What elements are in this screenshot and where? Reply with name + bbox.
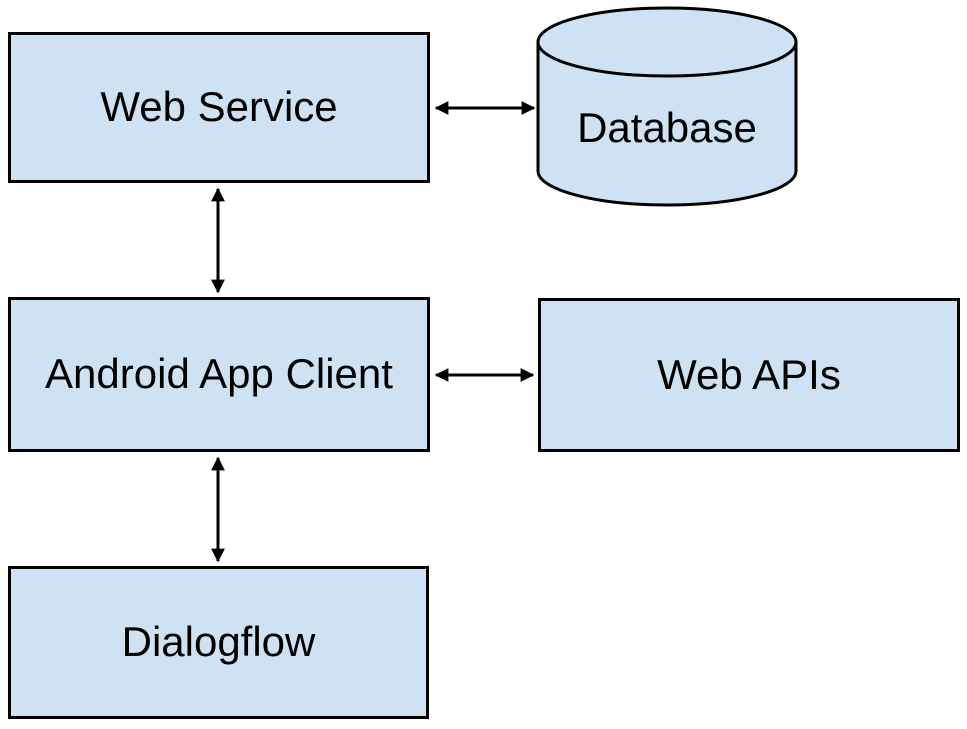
node-dialogflow-label: Dialogflow <box>121 618 316 666</box>
node-web-service: Web Service <box>8 32 430 183</box>
node-database-label: Database <box>577 103 757 151</box>
node-android-app-client: Android App Client <box>8 297 430 452</box>
node-web-service-label: Web Service <box>100 83 338 131</box>
node-web-apis: Web APIs <box>538 298 960 452</box>
node-android-app-client-label: Android App Client <box>45 350 393 398</box>
node-database: Database <box>538 88 796 168</box>
node-web-apis-label: Web APIs <box>657 350 841 398</box>
node-dialogflow: Dialogflow <box>8 566 429 719</box>
